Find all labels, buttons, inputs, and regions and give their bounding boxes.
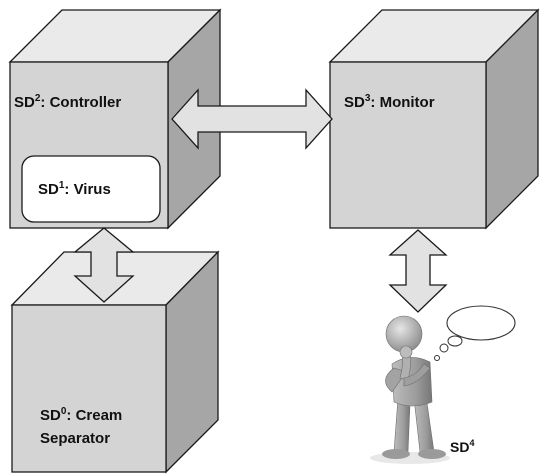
thought-bubble-icon <box>434 305 516 361</box>
separator-cube-front <box>11 304 167 473</box>
virus-label: SD1: Virus <box>38 180 111 198</box>
virus-box: SD1: Virus <box>21 155 161 223</box>
controller-label: SD2: Controller <box>14 93 121 111</box>
monitor-cube-front <box>329 61 487 229</box>
controller-monitor-arrow <box>171 88 333 150</box>
human-label: SD4 <box>450 438 474 455</box>
thinking-person-icon <box>370 315 450 464</box>
separator-label-line2: Separator <box>40 430 110 447</box>
controller-separator-arrow <box>73 227 135 303</box>
separator-label-line1: SD0: Cream <box>40 406 122 424</box>
monitor-human-arrow <box>388 229 448 313</box>
monitor-cube: SD3: Monitor <box>328 8 540 230</box>
monitor-label: SD3: Monitor <box>344 93 435 111</box>
